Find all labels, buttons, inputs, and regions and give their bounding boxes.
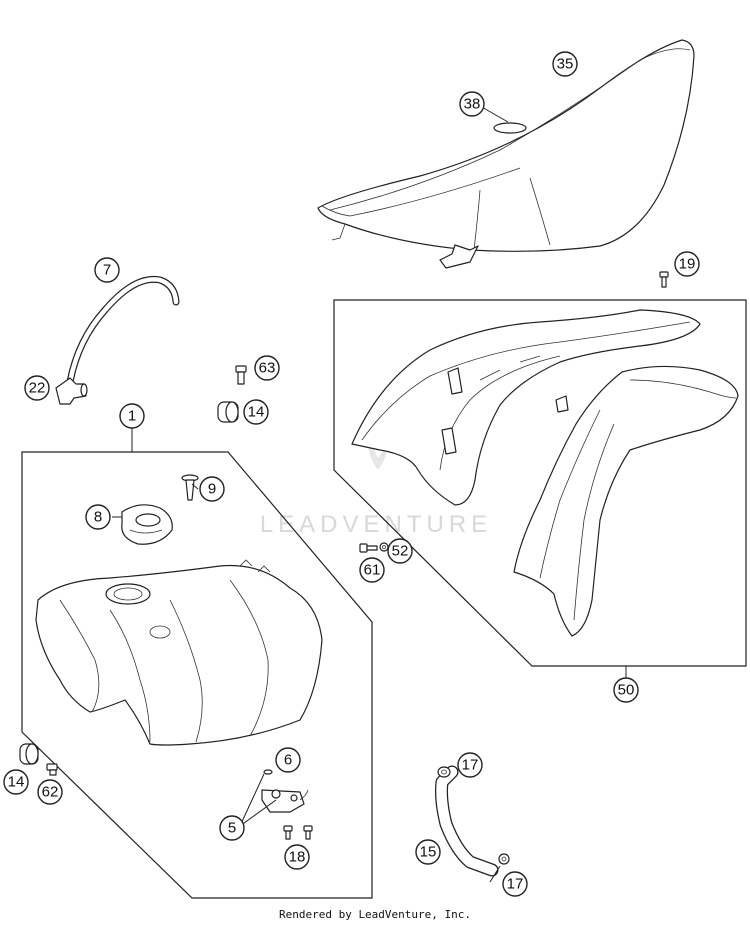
spacer-14-part[interactable] xyxy=(217,401,239,423)
watermark-flame-icon xyxy=(368,420,389,470)
callout-38[interactable]: 38 xyxy=(459,91,485,117)
callout-9-label: 9 xyxy=(208,481,216,498)
fuel-hose-part[interactable] xyxy=(66,275,180,386)
callout-52[interactable]: 52 xyxy=(387,538,413,564)
callout-6-label: 6 xyxy=(284,752,292,769)
spacer-14b-part[interactable] xyxy=(19,743,39,765)
vent-valve-part[interactable] xyxy=(181,474,199,501)
callout-35[interactable]: 35 xyxy=(552,51,578,77)
callout-15[interactable]: 15 xyxy=(415,839,441,865)
callout-19-label: 19 xyxy=(679,256,696,273)
callout-6[interactable]: 6 xyxy=(275,747,301,773)
callout-8[interactable]: 8 xyxy=(85,504,111,530)
washer-52-part[interactable] xyxy=(379,542,389,552)
fuel-tap-part[interactable] xyxy=(261,789,309,813)
callout-61-label: 61 xyxy=(364,562,381,579)
fuel-cap-part[interactable] xyxy=(121,504,173,545)
callout-22-label: 22 xyxy=(29,380,46,397)
callout-5-label: 5 xyxy=(228,820,236,837)
callout-63-label: 63 xyxy=(259,360,276,377)
seat-part[interactable] xyxy=(317,39,695,269)
callout-1-label: 1 xyxy=(128,408,136,425)
radiator-shroud-right-part[interactable] xyxy=(513,365,739,637)
callout-7-label: 7 xyxy=(103,262,111,279)
callout-18-label: 18 xyxy=(289,849,306,866)
clamp-17b-part[interactable] xyxy=(498,853,510,865)
bolt-62-part[interactable] xyxy=(46,763,58,776)
callout-52-label: 52 xyxy=(392,543,409,560)
bolt-19-part[interactable] xyxy=(659,271,669,288)
callout-14b[interactable]: 14 xyxy=(3,769,29,795)
callout-50-label: 50 xyxy=(618,682,635,699)
screw-18-part[interactable] xyxy=(283,825,313,840)
callout-1[interactable]: 1 xyxy=(119,403,145,429)
bolt-61-part[interactable] xyxy=(359,543,378,553)
hose-fitting-part[interactable] xyxy=(55,377,88,405)
callout-8-label: 8 xyxy=(94,509,102,526)
callout-17a-label: 17 xyxy=(462,757,479,774)
callout-35-label: 35 xyxy=(557,56,574,73)
callout-14a[interactable]: 14 xyxy=(243,399,269,425)
radiator-shroud-left-part[interactable] xyxy=(351,309,701,506)
watermark-text: LEADVENTURE xyxy=(260,511,492,538)
shroud-group-frame xyxy=(333,299,747,667)
callout-50[interactable]: 50 xyxy=(613,677,639,703)
clamp-17a-part[interactable] xyxy=(437,766,451,778)
hose-15-part[interactable] xyxy=(435,765,499,877)
callout-17a[interactable]: 17 xyxy=(457,752,483,778)
callout-18[interactable]: 18 xyxy=(284,844,310,870)
bolt-63-part[interactable] xyxy=(235,365,247,385)
fuel-tank-group-frame xyxy=(21,451,373,899)
callout-22[interactable]: 22 xyxy=(24,375,50,401)
callout-63[interactable]: 63 xyxy=(254,355,280,381)
callout-5[interactable]: 5 xyxy=(219,815,245,841)
callout-14a-label: 14 xyxy=(248,404,265,421)
fuel-tank-part[interactable] xyxy=(35,559,323,746)
o-ring-part[interactable] xyxy=(263,769,273,775)
leader-lines xyxy=(112,105,627,883)
callout-9[interactable]: 9 xyxy=(199,476,225,502)
callout-38-label: 38 xyxy=(464,96,481,113)
footer-credit: Rendered by LeadVenture, Inc. xyxy=(278,908,472,921)
callout-17b[interactable]: 17 xyxy=(502,871,528,897)
callout-61[interactable]: 61 xyxy=(359,557,385,583)
callout-62[interactable]: 62 xyxy=(37,779,63,805)
callout-62-label: 62 xyxy=(42,784,59,801)
callout-14b-label: 14 xyxy=(8,774,25,791)
callout-19[interactable]: 19 xyxy=(674,251,700,277)
callout-7[interactable]: 7 xyxy=(94,257,120,283)
callout-17b-label: 17 xyxy=(507,876,524,893)
callout-15-label: 15 xyxy=(420,844,437,861)
